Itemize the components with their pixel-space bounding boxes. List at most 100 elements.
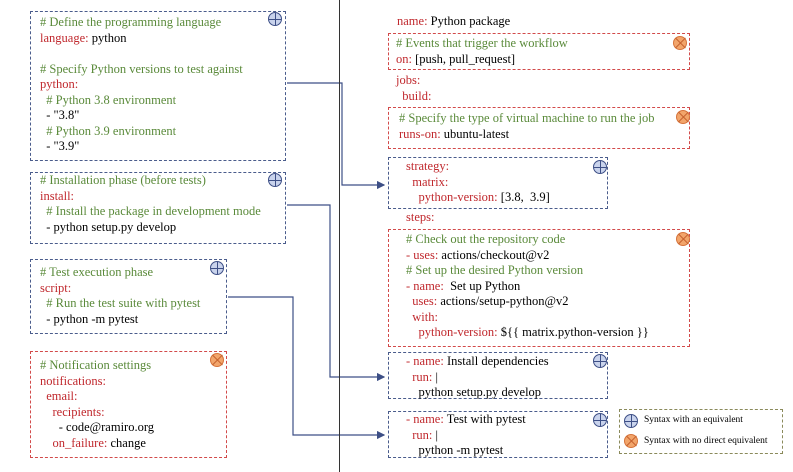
code-line: notifications:	[40, 374, 154, 390]
code-line: language: python	[40, 31, 243, 47]
code-line: recipients:	[40, 405, 154, 421]
gha-on-box	[388, 33, 690, 70]
code-value: python	[88, 30, 127, 45]
code-line: uses: actions/setup-python@v2	[406, 294, 649, 310]
code-key: with:	[406, 309, 438, 324]
code-comment: # Specify Python versions to test agains…	[40, 61, 243, 76]
code-key: runs-on:	[399, 126, 441, 141]
code-line: with:	[406, 310, 649, 326]
code-value: - python setup.py develop	[40, 219, 177, 234]
code-comment: # Notification settings	[40, 358, 152, 372]
code-value: [push, pull_request]	[411, 51, 516, 66]
code-line: # Specify the type of virtual machine to…	[399, 111, 655, 127]
code-line: python-version: [3.8, 3.9]	[406, 190, 550, 206]
code-key: install:	[40, 188, 75, 203]
code-value: Install dependencies	[443, 354, 549, 368]
code-line: run: |	[406, 370, 549, 386]
code-line: # Install the package in development mod…	[40, 204, 261, 220]
code-line: run: |	[406, 428, 526, 444]
gha-steps-box	[388, 229, 690, 347]
code-comment: # Run the test suite with pytest	[40, 296, 201, 310]
code-line: - python setup.py develop	[40, 220, 261, 236]
gha-name-line: name: Python package	[397, 14, 510, 30]
equivalent-icon	[593, 160, 607, 174]
gha-runs-on-box	[388, 107, 690, 149]
travis-install-lines: # Installation phase (before tests)insta…	[40, 173, 261, 235]
code-key: steps:	[406, 210, 435, 224]
code-value: actions/checkout@v2	[438, 247, 550, 262]
no-equivalent-icon	[210, 353, 224, 367]
code-value: |	[432, 369, 439, 384]
connector-script-to-test	[228, 296, 386, 440]
gha-strategy-box	[388, 157, 608, 209]
gha-build-line: build:	[396, 89, 431, 105]
code-comment: # Events that trigger the workflow	[396, 36, 568, 50]
code-value: ubuntu-latest	[440, 126, 510, 141]
code-comment: # Python 3.8 environment	[40, 92, 177, 107]
gha-strategy-lines: strategy: matrix: python-version: [3.8, …	[406, 159, 550, 206]
code-comment: # Python 3.9 environment	[40, 123, 177, 138]
code-key: recipients:	[40, 404, 105, 419]
code-value: |	[432, 427, 439, 442]
code-key: uses:	[406, 294, 438, 308]
code-value: python setup.py develop	[406, 385, 542, 399]
code-line: steps:	[406, 210, 434, 226]
code-line	[40, 46, 243, 62]
code-key: script:	[40, 280, 72, 295]
code-key: run:	[406, 369, 433, 384]
legend-no-equivalent-label: Syntax with no direct equivalent	[644, 436, 768, 446]
code-key: on_failure:	[40, 435, 108, 450]
equivalent-icon	[268, 173, 282, 187]
no-equivalent-icon	[676, 110, 690, 124]
column-divider	[339, 0, 341, 472]
code-line: - "3.9"	[40, 139, 243, 155]
code-line: # Specify Python versions to test agains…	[40, 62, 243, 78]
code-value: - code@ramiro.org	[40, 420, 155, 434]
code-key: python:	[40, 77, 79, 91]
legend-no-equivalent-icon	[624, 434, 638, 448]
equivalent-icon	[210, 261, 224, 275]
code-key: on:	[396, 51, 412, 66]
code-comment: # Check out the repository code	[406, 232, 566, 246]
code-comment: # Install the package in development mod…	[40, 204, 261, 218]
code-line: - name: Test with pytest	[406, 412, 526, 428]
no-equivalent-icon	[676, 232, 690, 246]
code-value: Set up Python	[443, 278, 521, 293]
travis-install-box	[30, 172, 286, 244]
gha-steps-lines: # Check out the repository code- uses: a…	[406, 232, 649, 341]
equivalent-icon	[268, 12, 282, 26]
code-line: build:	[396, 89, 431, 105]
gha-jobs-line: jobs:	[396, 73, 420, 89]
code-line: python-version: ${{ matrix.python-versio…	[406, 325, 649, 341]
code-key: python-version:	[406, 325, 498, 339]
code-line: jobs:	[396, 73, 420, 89]
code-key: name:	[397, 14, 428, 28]
gha-steps-line: steps:	[406, 210, 434, 226]
code-value: Test with pytest	[443, 412, 526, 426]
code-key: build:	[396, 89, 432, 103]
code-value: change	[107, 435, 146, 450]
no-equivalent-icon	[673, 36, 687, 50]
code-key: - name:	[406, 412, 444, 426]
code-line: # Events that trigger the workflow	[396, 36, 568, 52]
code-value: [3.8, 3.9]	[497, 190, 550, 204]
legend	[619, 409, 783, 454]
code-line: python:	[40, 77, 243, 93]
code-line: name: Python package	[397, 14, 510, 30]
code-line: matrix:	[406, 175, 550, 191]
code-value: ${{ matrix.python-version }}	[497, 325, 649, 339]
code-value: - "3.9"	[40, 139, 80, 153]
code-line: # Check out the repository code	[406, 232, 649, 248]
code-comment: # Set up the desired Python version	[406, 263, 584, 277]
legend-equivalent-label: Syntax with an equivalent	[644, 415, 743, 425]
code-key: notifications:	[40, 373, 106, 388]
travis-language-python-box	[30, 11, 286, 161]
code-line: # Set up the desired Python version	[406, 263, 649, 279]
code-comment: # Installation phase (before tests)	[40, 173, 206, 187]
code-key: - name:	[406, 278, 444, 293]
code-line: python -m pytest	[406, 443, 526, 459]
gha-runs-on-lines: # Specify the type of virtual machine to…	[399, 111, 655, 142]
travis-notifications-box	[30, 351, 227, 458]
code-line: - python -m pytest	[40, 312, 200, 328]
